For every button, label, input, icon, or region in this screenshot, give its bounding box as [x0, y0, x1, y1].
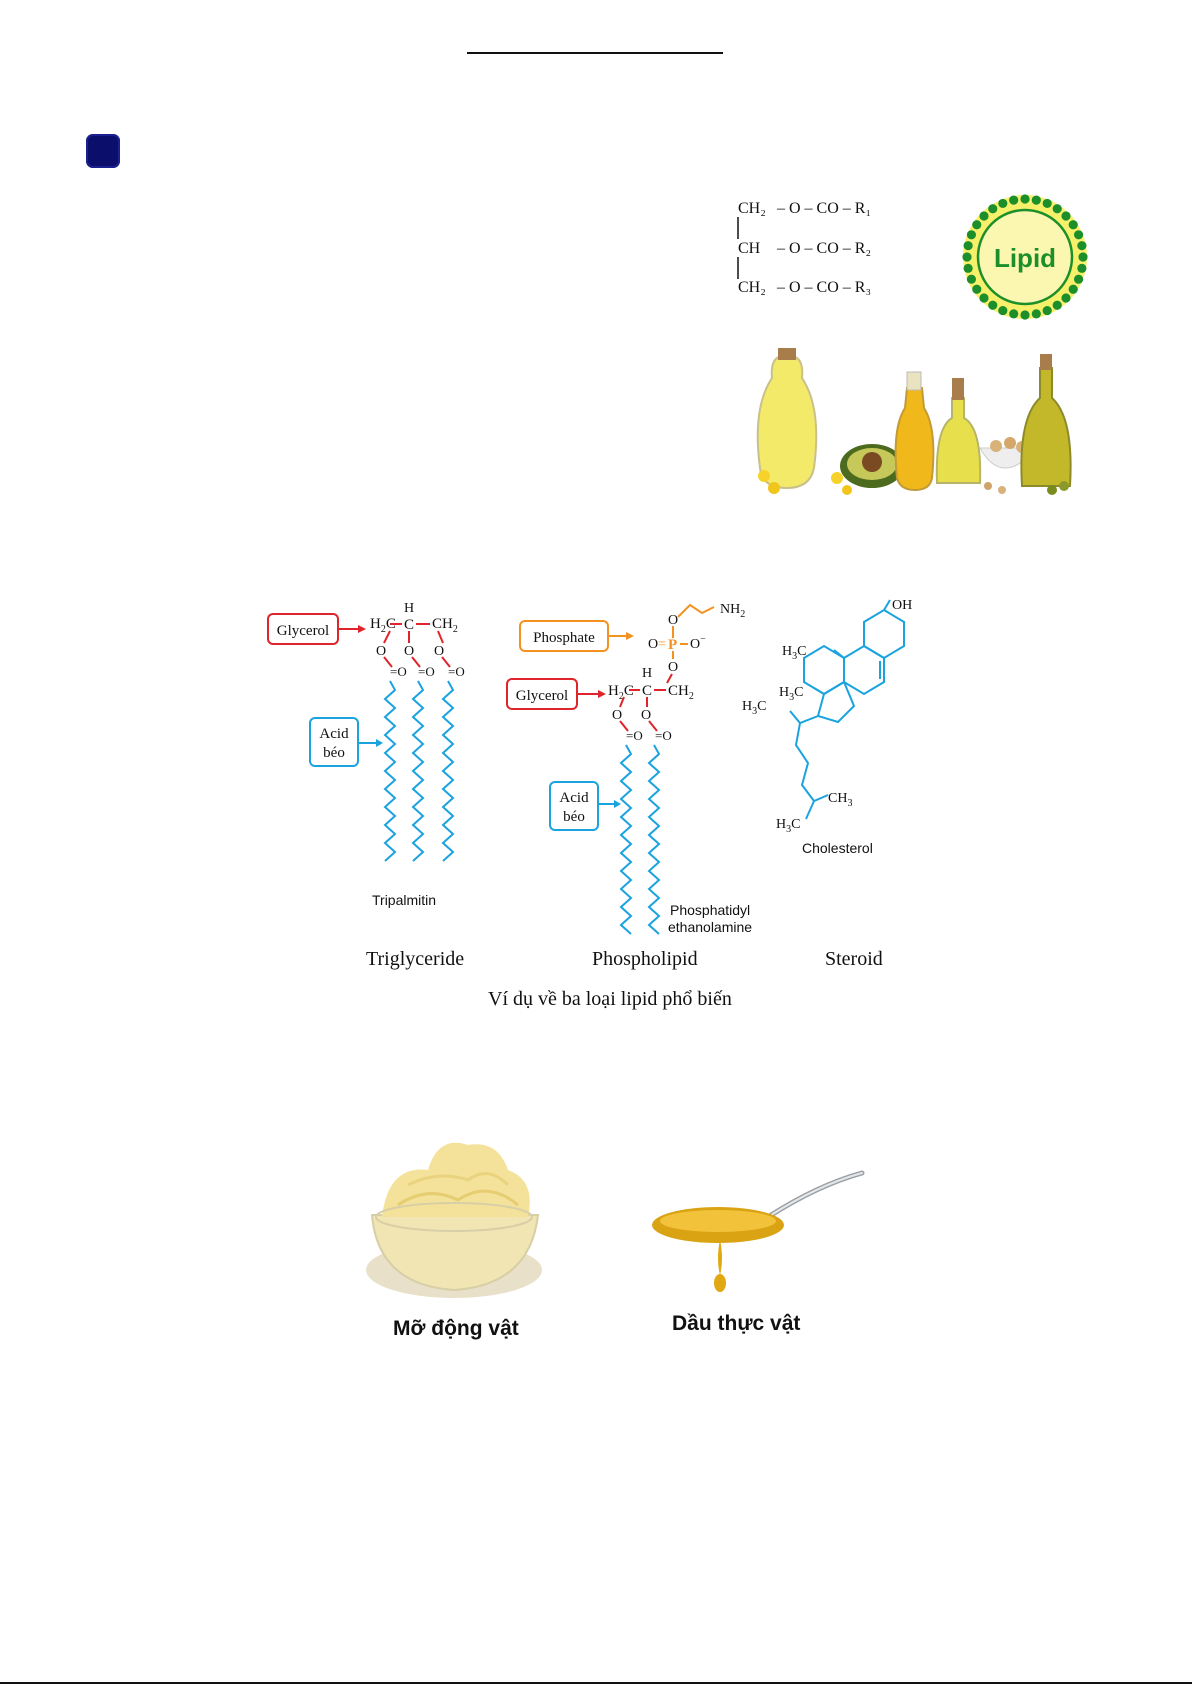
svg-text:=O: =O [418, 664, 435, 679]
svg-text:O: O [668, 613, 678, 628]
svg-text:H3C: H3C [742, 699, 766, 717]
cholesterol-label: Cholesterol [802, 840, 873, 856]
formula-row-2-chain: – O – CO – R₂ [776, 240, 871, 257]
svg-text:H: H [404, 601, 414, 616]
phosphatidyl-label: Phosphatidyl [670, 902, 750, 918]
lipid-micelle-image: Lipid [962, 194, 1088, 320]
plant-oil-image [652, 1170, 865, 1292]
plant-oil-label: Dầu thực vật [672, 1312, 801, 1335]
section-badge [86, 134, 120, 168]
svg-text:O: O [668, 660, 678, 675]
svg-text:O: O [434, 644, 444, 659]
phosphate-label: Phosphate [533, 630, 595, 646]
animal-fat-label: Mỡ động vật [393, 1317, 519, 1340]
svg-text:P: P [668, 637, 677, 653]
svg-text:C: C [404, 617, 414, 633]
svg-text:=: = [658, 637, 666, 652]
animal-fat-image [366, 1142, 542, 1298]
triglyceride-glycerol-label: Glycerol [277, 623, 329, 639]
header-rule [467, 52, 723, 54]
triglyceride-acid-label-1: Acid [319, 726, 349, 742]
svg-text:=O: =O [626, 728, 643, 743]
svg-text:H3C: H3C [779, 685, 803, 703]
phospholipid-structure: Phosphate O NH2 O = P O− O Glycerol H2C … [506, 602, 752, 935]
formula-row-3-group: CH₂ [738, 279, 766, 296]
triglyceride-formula: CH₂ – O – CO – R₁ CH – O – CO – R₂ CH₂ –… [737, 200, 871, 296]
phospholipid-glycerol-label: Glycerol [516, 688, 568, 704]
svg-text:H3C: H3C [776, 817, 800, 835]
phospholipid-acid-label-1: Acid [559, 790, 589, 806]
svg-text:O: O [612, 708, 622, 723]
ethanolamine-label: ethanolamine [668, 919, 752, 935]
svg-text:O: O [404, 644, 414, 659]
formula-row-2-group: CH [738, 240, 761, 257]
svg-text:=O: =O [448, 664, 465, 679]
footer-rule [0, 1682, 1192, 1684]
steroid-caption: Steroid [825, 948, 883, 970]
lipid-label: Lipid [994, 243, 1056, 273]
svg-text:C: C [642, 683, 652, 699]
svg-text:OH: OH [892, 598, 912, 613]
svg-text:=O: =O [655, 728, 672, 743]
triglyceride-caption: Triglyceride [366, 948, 465, 970]
lipid-types-figure: Glycerol H2C H C CH2 O O O =O =O =O Acid… [267, 598, 912, 935]
svg-text:O: O [376, 644, 386, 659]
svg-text:H2C: H2C [608, 683, 634, 702]
svg-text:O: O [641, 708, 651, 723]
svg-text:O: O [648, 637, 658, 652]
steroid-structure [789, 599, 905, 820]
phospholipid-acid-label-2: béo [563, 809, 585, 825]
svg-text:H3C: H3C [782, 644, 806, 662]
figure-caption: Ví dụ về ba loại lipid phổ biến [488, 988, 732, 1010]
steroid-labels: OH H3C H3C H3C CH3 H3C Cholesterol [742, 598, 912, 856]
tripalmitin-label: Tripalmitin [372, 892, 436, 908]
svg-text:CH2: CH2 [668, 683, 694, 702]
svg-text:CH3: CH3 [828, 791, 852, 809]
oil-bottles-image [752, 348, 1077, 500]
triglyceride-acid-label-2: béo [323, 745, 345, 761]
svg-text:NH2: NH2 [720, 602, 745, 620]
triglyceride-structure: Glycerol H2C H C CH2 O O O =O =O =O Acid… [267, 601, 465, 908]
formula-row-1-group: CH₂ [738, 200, 766, 217]
svg-text:H2C: H2C [370, 616, 396, 635]
svg-text:H: H [642, 666, 652, 681]
phospholipid-caption: Phospholipid [592, 948, 698, 970]
formula-row-1-chain: – O – CO – R₁ [776, 200, 871, 217]
svg-text:CH2: CH2 [432, 616, 458, 635]
svg-text:=O: =O [390, 664, 407, 679]
svg-text:O−: O− [690, 634, 706, 652]
formula-row-3-chain: – O – CO – R₃ [776, 279, 871, 296]
